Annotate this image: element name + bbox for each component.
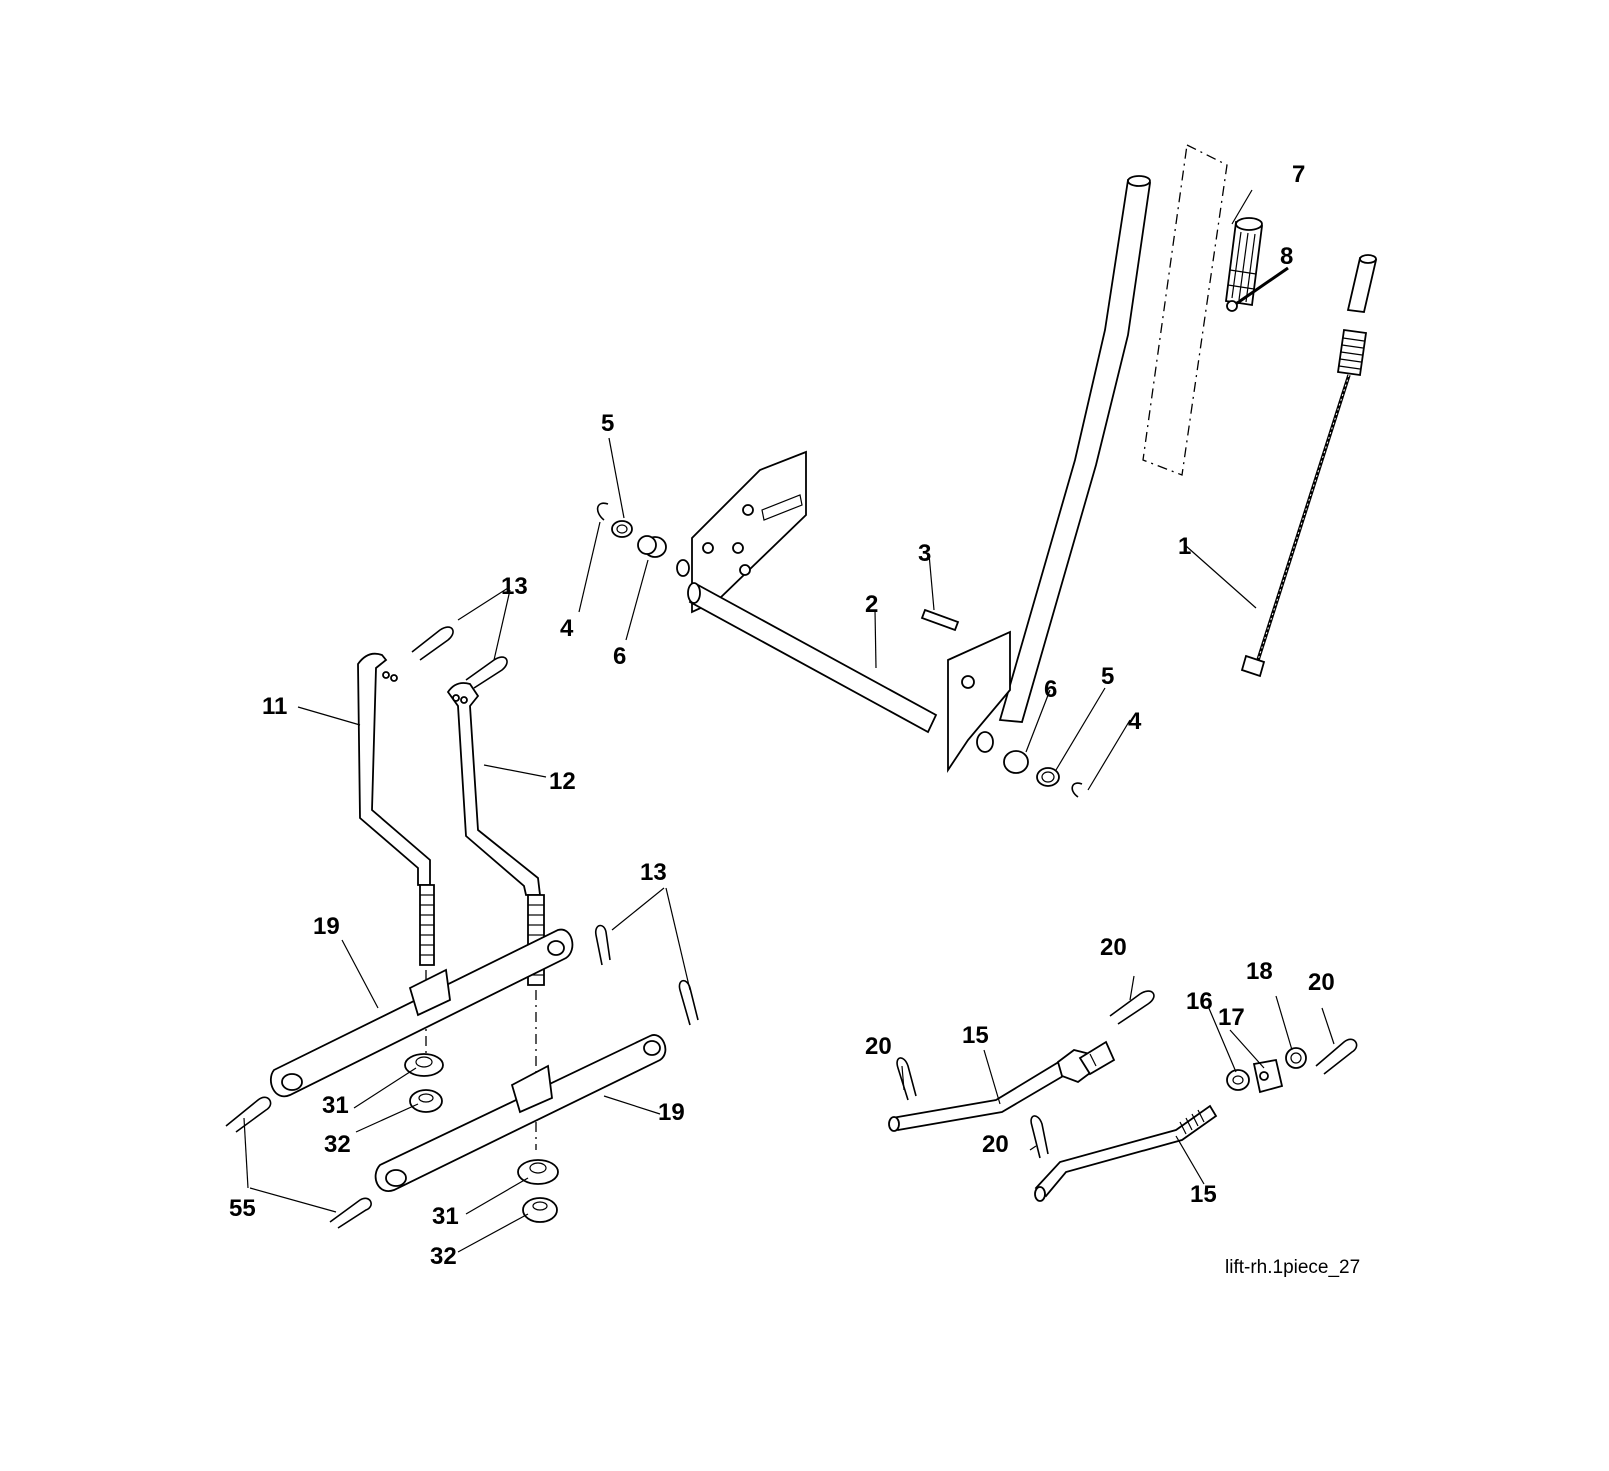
- retaining-ring-4-right: [1071, 782, 1083, 798]
- height-adjust-rod: [1240, 254, 1378, 678]
- hairpin-13-a: [411, 626, 454, 661]
- lift-shaft: [687, 582, 1011, 773]
- adjust-rod-15-upper: [888, 1040, 1116, 1132]
- callout-31-a: 31: [322, 1092, 349, 1119]
- hairpin-20-c: [1030, 1115, 1049, 1159]
- callout-4-right: 4: [1128, 708, 1142, 735]
- bushing-6-left: [637, 535, 690, 577]
- callout-labels: 1 2 3 4 4 5 5 6 6 7 8 11 12 13 13 15 15 …: [229, 161, 1335, 1270]
- nut-18: [1285, 1047, 1307, 1069]
- hairpin-20-a: [896, 1057, 917, 1101]
- bushing-6-right: [976, 731, 1029, 774]
- nut-32-a: [409, 1089, 443, 1113]
- callout-19-lower: 19: [658, 1099, 685, 1126]
- callout-6-right: 6: [1044, 676, 1057, 703]
- grip-phantom-outline: [1142, 144, 1228, 476]
- leader-lines: [243, 189, 1335, 1253]
- washer-5-left: [611, 520, 633, 538]
- retaining-ring-4-left: [596, 502, 609, 521]
- spacer-31-a: [404, 1053, 444, 1077]
- hairpin-55-a: [225, 1096, 272, 1133]
- hairpin-20-b: [1109, 990, 1155, 1025]
- lift-handle: [998, 175, 1152, 723]
- callout-5-right: 5: [1101, 663, 1114, 690]
- callout-18: 18: [1246, 958, 1273, 985]
- callout-1: 1: [1178, 533, 1191, 560]
- nut-32-b: [522, 1197, 558, 1223]
- lift-link-11: [357, 652, 435, 966]
- callout-20-b: 20: [1100, 934, 1127, 961]
- nut-16: [1226, 1069, 1250, 1091]
- lift-link-12: [446, 682, 545, 986]
- callout-4-left: 4: [560, 615, 574, 642]
- lift-arm-19-lower: [374, 1034, 667, 1192]
- roll-pin-3: [920, 608, 960, 632]
- hairpin-13-c: [594, 924, 611, 966]
- trunnion-block-17: [1252, 1058, 1284, 1094]
- callout-12: 12: [549, 768, 576, 795]
- hairpin-20-d: [1315, 1038, 1358, 1075]
- diagram-reference-code: lift-rh.1piece_27: [1225, 1257, 1360, 1278]
- callout-32-a: 32: [324, 1131, 351, 1158]
- lift-arm-19-upper: [269, 928, 574, 1098]
- washer-5-right: [1036, 767, 1060, 787]
- callout-31-b: 31: [432, 1203, 459, 1230]
- callout-55: 55: [229, 1195, 256, 1222]
- callout-7: 7: [1292, 161, 1305, 188]
- adjust-rod-15-lower: [1034, 1104, 1218, 1202]
- callout-16: 16: [1186, 988, 1213, 1015]
- callout-13-lower: 13: [640, 859, 667, 886]
- callout-20-a: 20: [865, 1033, 892, 1060]
- callout-8: 8: [1280, 243, 1293, 270]
- callout-19-upper: 19: [313, 913, 340, 940]
- callout-20-d: 20: [1308, 969, 1335, 996]
- callout-15-upper: 15: [962, 1022, 989, 1049]
- handle-grip: [1224, 217, 1264, 307]
- callout-6-left: 6: [613, 643, 626, 670]
- roll-pin-8: [1226, 266, 1289, 312]
- mounting-bracket: [691, 450, 807, 614]
- callout-15-lower: 15: [1190, 1181, 1217, 1208]
- callout-11: 11: [262, 693, 287, 720]
- callout-13-upper: 13: [501, 573, 528, 600]
- callout-2: 2: [865, 591, 878, 618]
- hairpin-13-d: [678, 979, 699, 1026]
- callout-20-c: 20: [982, 1131, 1009, 1158]
- callout-32-b: 32: [430, 1243, 457, 1270]
- callout-3: 3: [918, 540, 931, 567]
- hairpin-13-b: [465, 656, 508, 689]
- callout-5-left: 5: [601, 410, 614, 437]
- hairpin-55-b: [329, 1197, 372, 1229]
- callout-17: 17: [1218, 1004, 1245, 1031]
